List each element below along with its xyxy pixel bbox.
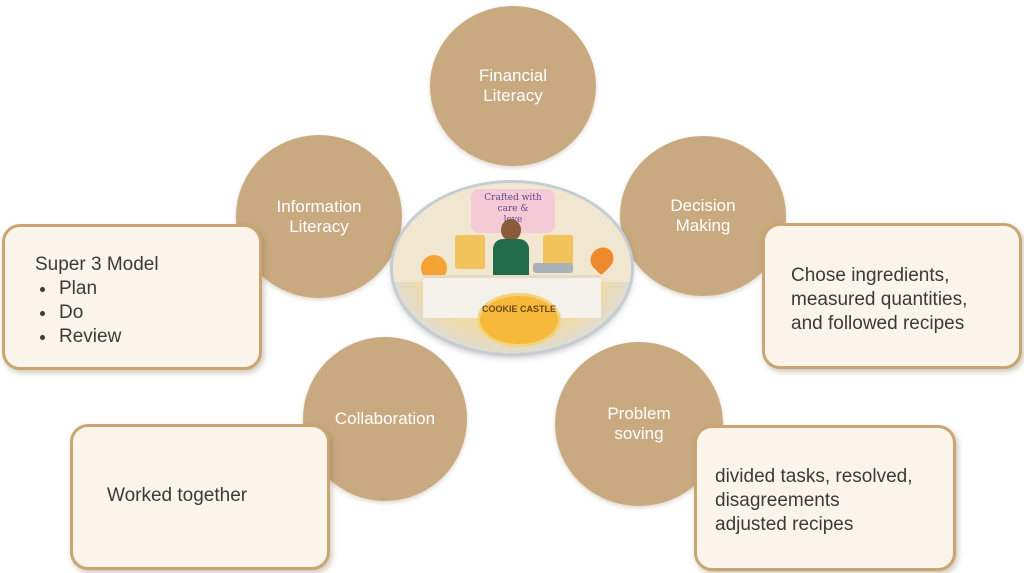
box-super3-model: Super 3 Model Plan Do Review <box>2 224 262 370</box>
super3-item-plan: Plan <box>57 277 259 301</box>
super3-item-do: Do <box>57 301 259 325</box>
circle-collaboration: Collaboration <box>303 337 467 501</box>
super3-title: Super 3 Model <box>35 254 159 275</box>
circle-financial-literacy-label: Financial Literacy <box>478 66 548 105</box>
circle-financial-literacy: Financial Literacy <box>430 6 596 166</box>
photo-cookie-bag-left <box>455 235 485 269</box>
box-collaboration: Worked together <box>70 424 330 570</box>
photo-child-body <box>493 239 529 277</box>
circle-information-literacy-label: Information Literacy <box>276 196 362 236</box>
problem-solving-text: divided tasks, resolved, disagreements a… <box>715 466 913 535</box>
super3-item-review: Review <box>57 325 259 349</box>
center-photo: Crafted with care & love COOKIE CASTLE <box>393 183 631 353</box>
photo-child-head <box>501 219 521 241</box>
circle-problem-solving-label: Problem soving <box>607 404 671 443</box>
circle-decision-making: Decision Making <box>620 136 786 296</box>
photo-sign-text: COOKIE CASTLE <box>481 304 556 314</box>
circle-decision-making-label: Decision Making <box>670 196 736 235</box>
box-problem-solving: divided tasks, resolved, disagreements a… <box>694 425 956 571</box>
decision-making-text: Chose ingredients, measured quantities, … <box>791 265 968 334</box>
collaboration-text: Worked together <box>107 485 248 506</box>
super3-list: Plan Do Review <box>35 277 259 349</box>
photo-tray <box>533 263 573 273</box>
box-decision-making: Chose ingredients, measured quantities, … <box>762 223 1022 369</box>
circle-collaboration-label: Collaboration <box>334 409 436 428</box>
circle-information-literacy: Information Literacy <box>236 135 402 298</box>
photo-sign: COOKIE CASTLE <box>477 293 561 347</box>
